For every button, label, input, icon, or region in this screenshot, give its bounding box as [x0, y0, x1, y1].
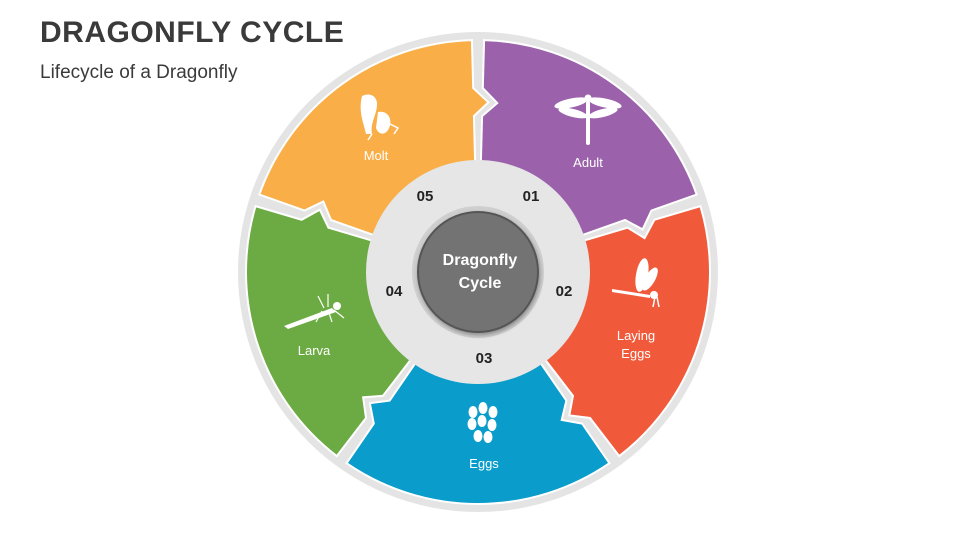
larva-icon	[284, 294, 345, 329]
stage-number-05: 05	[417, 188, 434, 205]
page-subtitle: Lifecycle of a Dragonfly	[40, 62, 238, 83]
page-title: DRAGONFLY CYCLE	[40, 16, 345, 49]
molt-icon	[360, 94, 400, 141]
stage-number-04: 04	[386, 283, 403, 300]
stage-label-molt: Molt	[364, 148, 389, 163]
eggs-icon	[467, 402, 498, 443]
adult-dragonfly-icon	[554, 94, 622, 145]
laying-dragonfly-icon	[612, 258, 660, 308]
stage-number-03: 03	[476, 350, 493, 367]
center-title-line1: Dragonfly	[443, 252, 518, 269]
stage-label-eggs: Eggs	[469, 456, 499, 471]
stage-number-01: 01	[523, 188, 540, 205]
stage-label-larva: Larva	[298, 343, 331, 358]
stage-label-adult: Adult	[573, 155, 603, 170]
stage-label-laying-line2: Eggs	[621, 346, 651, 361]
center-hub	[417, 211, 539, 333]
stage-label-laying: Laying	[617, 328, 655, 343]
center-title-line2: Cycle	[459, 275, 502, 292]
stage-number-02: 02	[556, 283, 573, 300]
